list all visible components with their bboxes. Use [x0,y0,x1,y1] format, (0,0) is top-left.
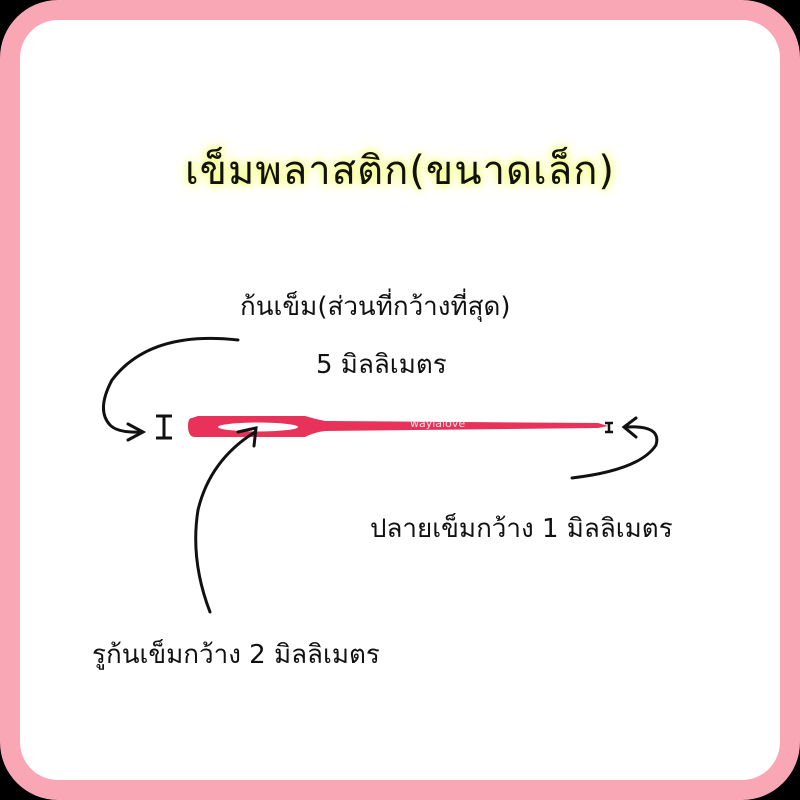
head-width-marker-icon [156,414,172,440]
eye-width-label: รูก้นเข็มกว้าง 2 มิลลิเมตร [92,640,380,670]
arrow-eye-icon [194,426,258,614]
head-width-label: ก้นเข็ม(ส่วนที่กว้างที่สุด) [240,292,511,322]
page-title: เข็มพลาสติก(ขนาดเล็ก) [184,148,616,194]
watermark: waylalove [410,417,466,430]
tip-width-marker-icon [605,421,613,434]
arrow-tip-icon [570,416,659,480]
needle-icon [188,416,608,437]
head-width-value: 5 มิลลิเมตร [316,350,447,380]
content-panel [20,20,780,780]
tip-width-label: ปลายเข็มกว้าง 1 มิลลิเมตร [370,514,673,544]
arrow-head-icon [102,336,240,442]
